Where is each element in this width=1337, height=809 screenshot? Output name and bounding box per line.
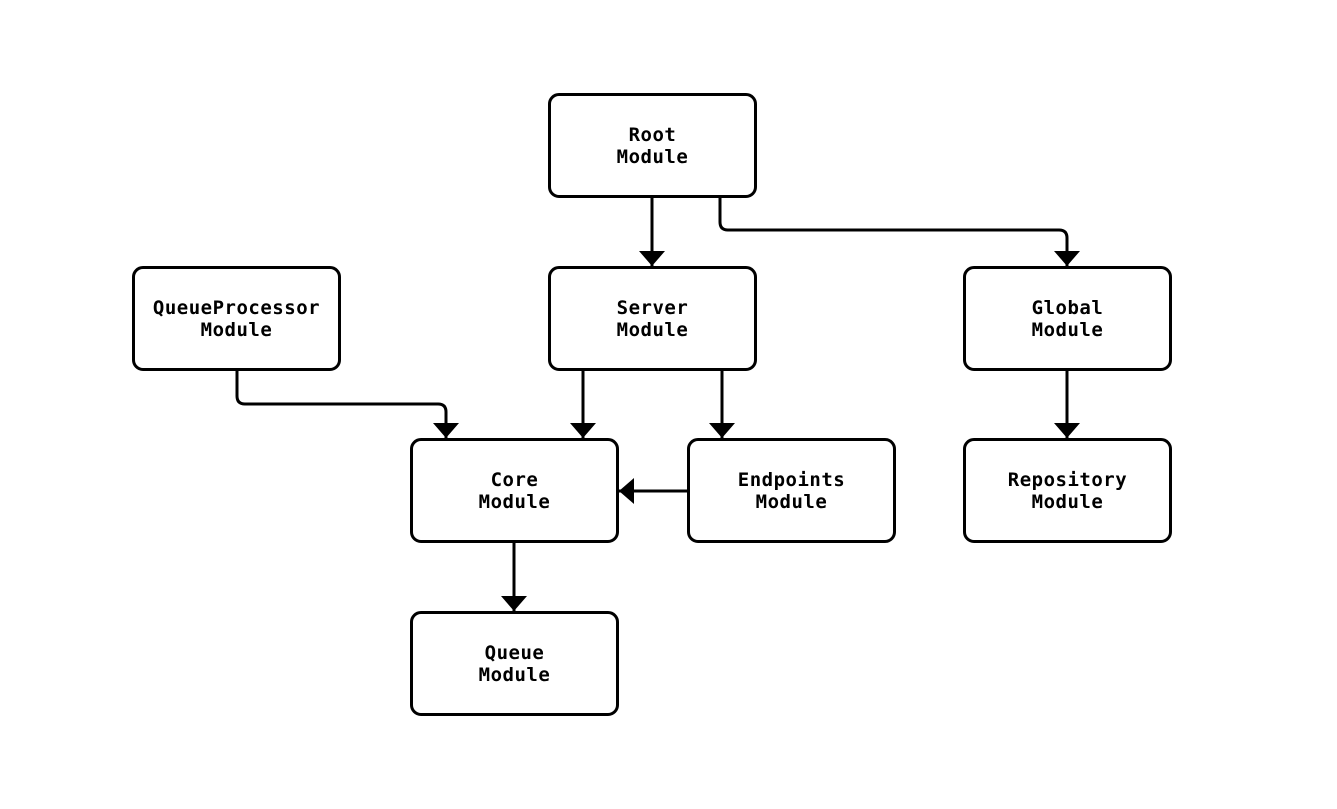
node-label: Endpoints Module bbox=[737, 468, 846, 513]
node-repository: Repository Module bbox=[963, 438, 1172, 543]
node-global: Global Module bbox=[963, 266, 1172, 371]
node-label: Core Module bbox=[478, 468, 551, 513]
node-label: Root Module bbox=[616, 123, 689, 168]
edge-queueprocessor-to-core bbox=[235, 371, 459, 438]
node-label: Repository Module bbox=[1007, 468, 1128, 513]
node-label: Queue Module bbox=[478, 641, 551, 686]
node-server: Server Module bbox=[548, 266, 757, 371]
node-queue: Queue Module bbox=[410, 611, 619, 716]
node-label: Global Module bbox=[1031, 296, 1104, 341]
node-root: Root Module bbox=[548, 93, 757, 198]
node-endpoints: Endpoints Module bbox=[687, 438, 896, 543]
node-label: QueueProcessor Module bbox=[152, 296, 321, 341]
node-core: Core Module bbox=[410, 438, 619, 543]
node-queueprocessor: QueueProcessor Module bbox=[132, 266, 341, 371]
edge-root-to-global bbox=[718, 198, 1080, 266]
node-label: Server Module bbox=[616, 296, 689, 341]
